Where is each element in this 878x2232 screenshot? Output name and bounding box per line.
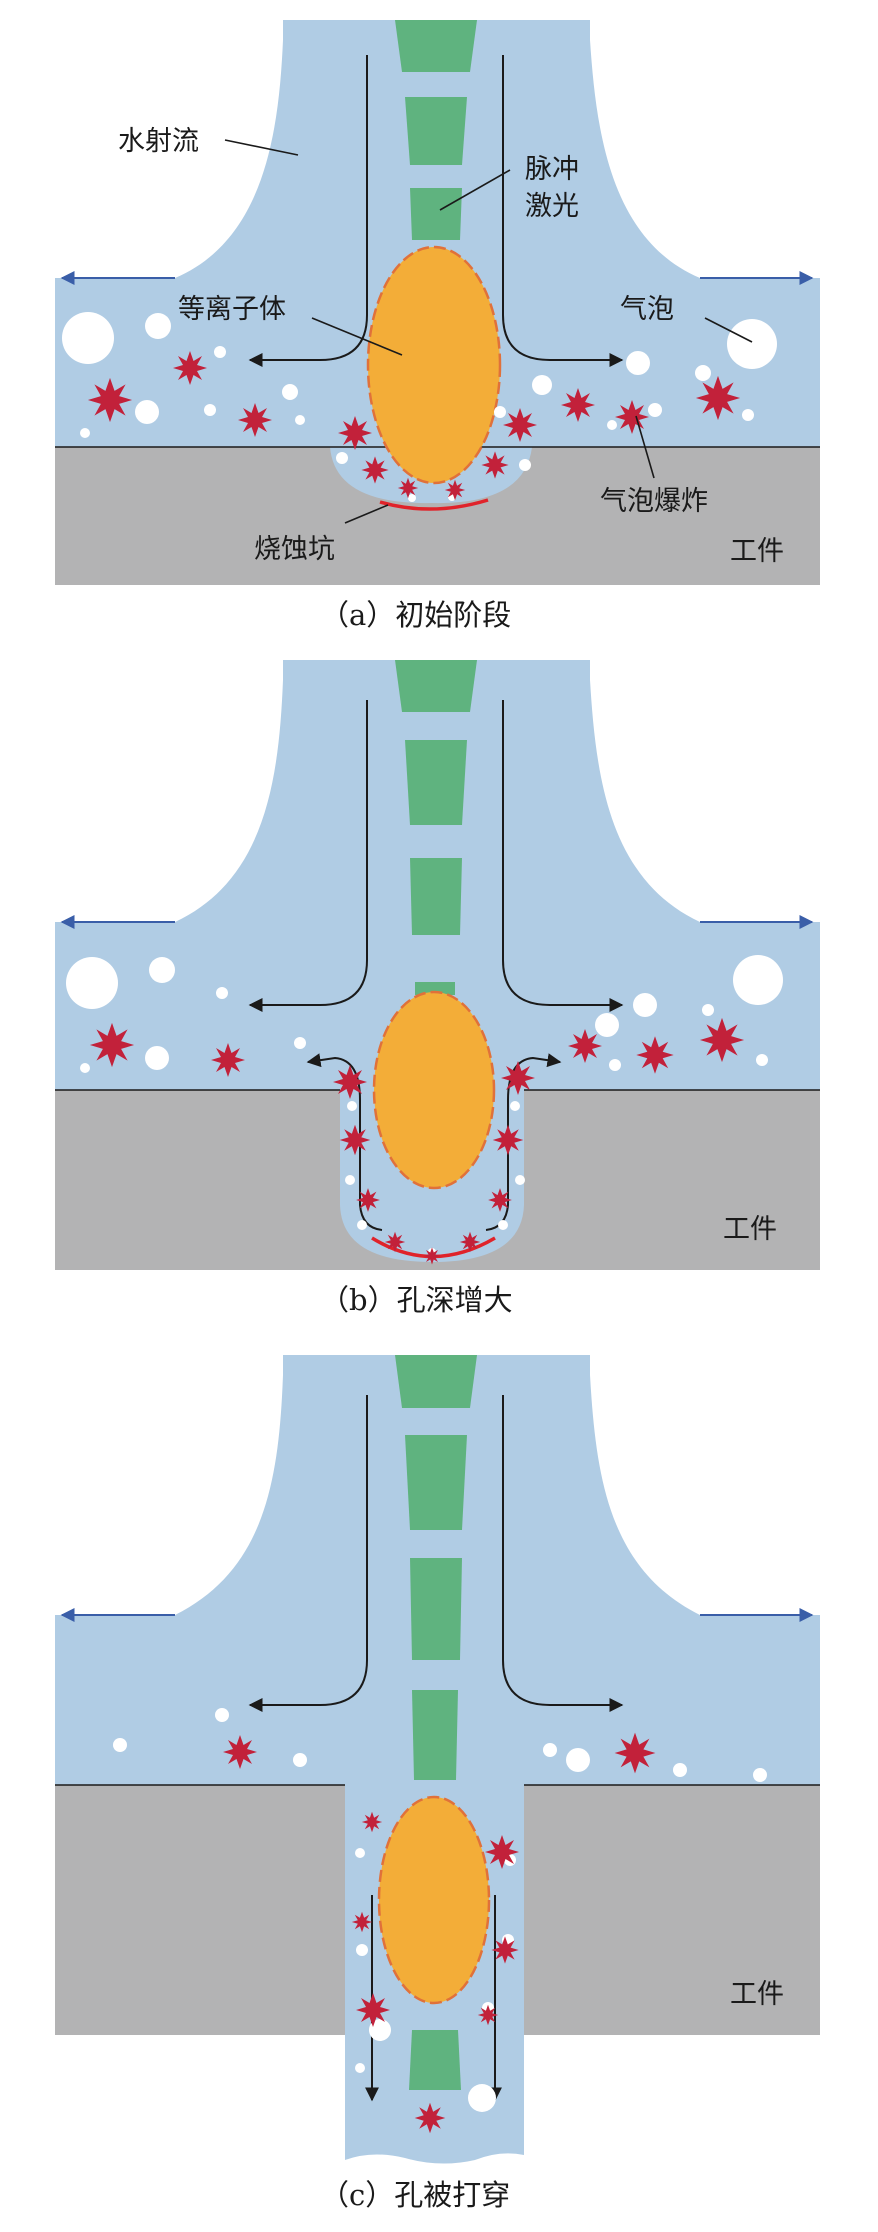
ablation-pit-line [379,498,489,511]
bubbles-a [62,312,777,502]
label-pulse-laser-1: 脉冲 [525,154,579,185]
flow-arrows-b [248,700,624,1231]
flow-arrows-a [248,55,624,367]
leader-lines-a [224,139,753,524]
caption-a: （a）初始阶段 [320,598,511,632]
bubbles-b [66,955,783,1256]
label-workpiece-b: 工件 [723,1214,777,1245]
label-bubble-burst: 气泡爆炸 [600,486,708,517]
panel-c: 工件 （c）孔被打穿 [55,1355,820,2212]
pulse-laser-a [395,20,477,240]
pulse-laser-b [395,660,477,995]
caption-b: （b）孔深增大 [320,1283,513,1317]
label-workpiece-c: 工件 [730,1979,784,2010]
workpiece-c-right [524,1785,820,2035]
workpiece-c-left [55,1785,345,2035]
plasma-a [366,245,502,485]
caption-c: （c）孔被打穿 [320,2178,510,2212]
label-plasma: 等离子体 [178,294,286,325]
panel-b: 工件 （b）孔深增大 [55,660,820,1317]
pulse-laser-c [395,1355,477,2090]
label-workpiece-a: 工件 [730,536,784,567]
plasma-c [377,1795,491,2005]
plasma-b [372,990,496,1190]
label-pulse-laser-2: 激光 [525,191,579,222]
label-bubble: 气泡 [620,294,674,325]
panel-a: 水射流 脉冲 激光 等离子体 气泡 气泡爆炸 烧蚀坑 工件 （a）初始阶段 [55,20,820,632]
label-ablation-pit: 烧蚀坑 [254,534,335,565]
label-water-jet: 水射流 [118,126,199,157]
